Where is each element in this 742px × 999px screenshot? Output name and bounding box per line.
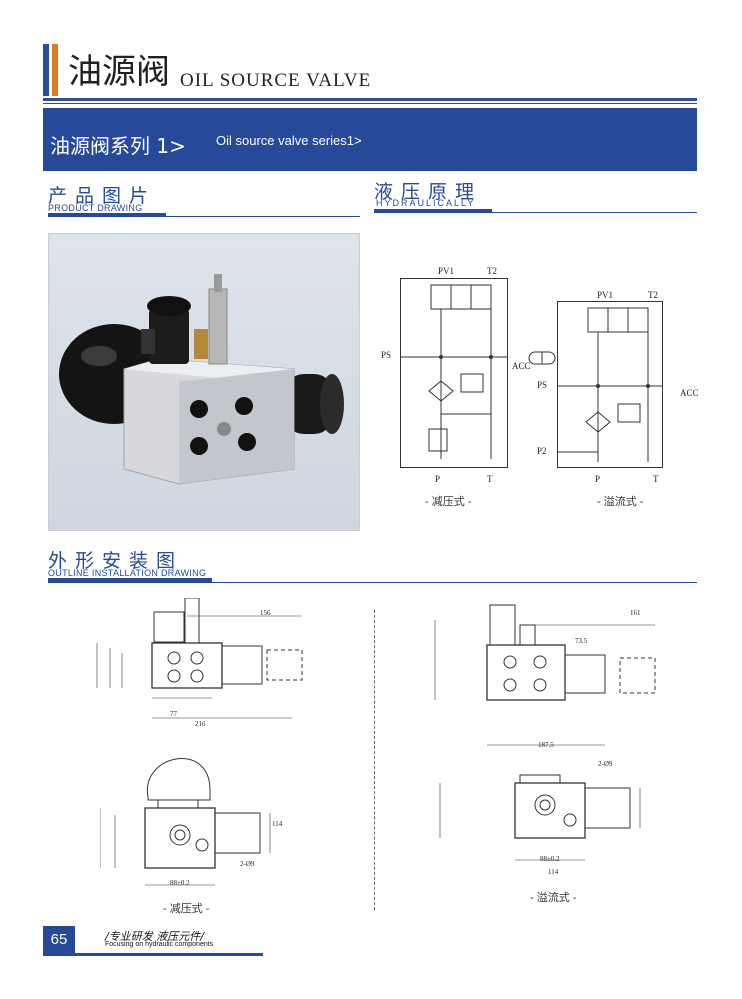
schematic-left-diagram xyxy=(401,284,507,459)
dim-left-top-3: 77 xyxy=(170,710,177,718)
product-photo xyxy=(48,233,360,531)
schem-right-label-p2: P2 xyxy=(537,446,547,456)
schematic-right-diagram xyxy=(558,307,662,462)
schem-left-label-acc: ACC xyxy=(512,361,531,371)
footer-slogan-cn: /专业研发 液压元件/ xyxy=(105,930,204,943)
dim-left-bottom-1: 88±0.2 xyxy=(170,879,190,887)
header-rule xyxy=(43,98,697,101)
schem-right-label-acc: ACC xyxy=(680,388,699,398)
footer-rule xyxy=(43,953,263,956)
section-product-title-cn: 产品图片 xyxy=(48,185,157,207)
outline-right-top-drawing xyxy=(434,604,656,746)
page-title-en: OIL SOURCE VALVE xyxy=(180,70,372,91)
section-outline-title-cn: 外形安装图 xyxy=(48,550,184,572)
dim-right-top-1: 161 xyxy=(630,609,641,617)
outline-right-bottom-drawing xyxy=(439,774,641,861)
outline-left-bottom-drawing xyxy=(100,758,271,886)
dim-left-bottom-2: 2-Ø9 xyxy=(240,860,255,868)
series-title-cn: 油源阀系列 1> xyxy=(50,134,186,158)
dim-right-bottom-3: 114 xyxy=(548,868,559,876)
section-outline-title-en: OUTLINE INSTALLATION DRAWING xyxy=(48,568,207,578)
dim-left-top-1: 156 xyxy=(260,609,271,617)
schem-left-label-ps: PS xyxy=(381,350,392,360)
dim-right-bottom-1: 2-Ø9 xyxy=(598,760,613,768)
schem-right-label-p: P xyxy=(595,474,601,484)
schematic-pressure-reducing xyxy=(400,278,508,468)
schem-left-label-p: P xyxy=(435,474,441,484)
schem-left-caption: - 减压式 - xyxy=(425,496,472,508)
outline-left-top-drawing xyxy=(96,598,303,719)
schem-left-label-t2: T2 xyxy=(487,266,497,276)
accumulator-symbol xyxy=(528,351,556,365)
section-outline-bar xyxy=(48,578,212,582)
dim-right-top-3: 187.5 xyxy=(538,741,554,749)
schem-right-label-pv1: PV1 xyxy=(597,290,614,300)
header-accent-orange xyxy=(52,44,58,96)
section-hydraulic-line xyxy=(374,212,697,213)
footer-slogan-en: Focusing on hydraulic components xyxy=(105,941,214,948)
dim-left-bottom-3: 114 xyxy=(272,820,283,828)
section-hydraulic-title-cn: 液压原理 xyxy=(374,181,483,203)
dim-right-top-2: 73.5 xyxy=(575,637,588,645)
section-product-title-en: PRODUCT DRAWING xyxy=(48,203,143,213)
drawing-left-caption: - 减压式 - xyxy=(163,903,210,915)
page-number: 65 xyxy=(50,931,68,948)
page-title-cn: 油源阀 xyxy=(68,52,170,92)
dim-right-bottom-2: 88±0.2 xyxy=(540,855,560,863)
schematic-relief xyxy=(557,301,663,468)
series-title-en: Oil source valve series1> xyxy=(216,133,362,148)
schem-right-label-t2: T2 xyxy=(648,290,658,300)
schem-left-label-pv1: PV1 xyxy=(438,266,455,276)
drawing-divider xyxy=(374,610,375,910)
section-hydraulic-bar xyxy=(374,209,492,213)
section-product-line xyxy=(48,216,360,217)
valve-illustration xyxy=(59,274,344,485)
dim-left-top-2: 216 xyxy=(195,720,206,728)
section-outline-line xyxy=(48,582,697,583)
series-banner xyxy=(43,108,697,171)
schem-left-label-t: T xyxy=(487,474,493,484)
schem-right-label-ps: PS xyxy=(537,380,548,390)
section-product-bar xyxy=(48,213,166,217)
schem-right-label-t: T xyxy=(653,474,659,484)
drawing-right-caption: - 溢流式 - xyxy=(530,892,577,904)
schem-right-caption: - 溢流式 - xyxy=(597,496,644,508)
header-accent-blue xyxy=(43,44,49,96)
section-hydraulic-title-en: HYDRAULICALLY xyxy=(376,198,476,208)
header-rule-thin xyxy=(43,103,697,104)
page-number-box xyxy=(43,926,75,953)
